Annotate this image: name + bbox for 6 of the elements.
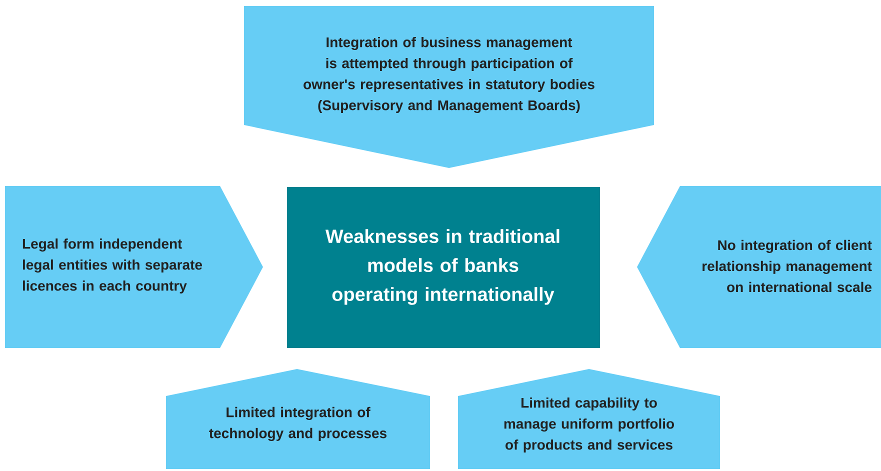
arrow-box: Legal form independent legal entities with separate licences in each country xyxy=(5,186,263,348)
arrow-box: Integration of business management is attempted through participation of owner's representatives in statutory bodies (Supervisory and Management Boards) xyxy=(244,6,654,168)
arrow-box: Limited integration of technology and processes xyxy=(166,369,430,469)
title-box: Weaknesses in traditional models of banks operating internationally xyxy=(287,187,600,348)
arrow-box: Limited capability to manage uniform portfolio of products and services xyxy=(458,369,720,469)
arrow-box: No integration of client relationship management on international scale xyxy=(637,186,881,348)
